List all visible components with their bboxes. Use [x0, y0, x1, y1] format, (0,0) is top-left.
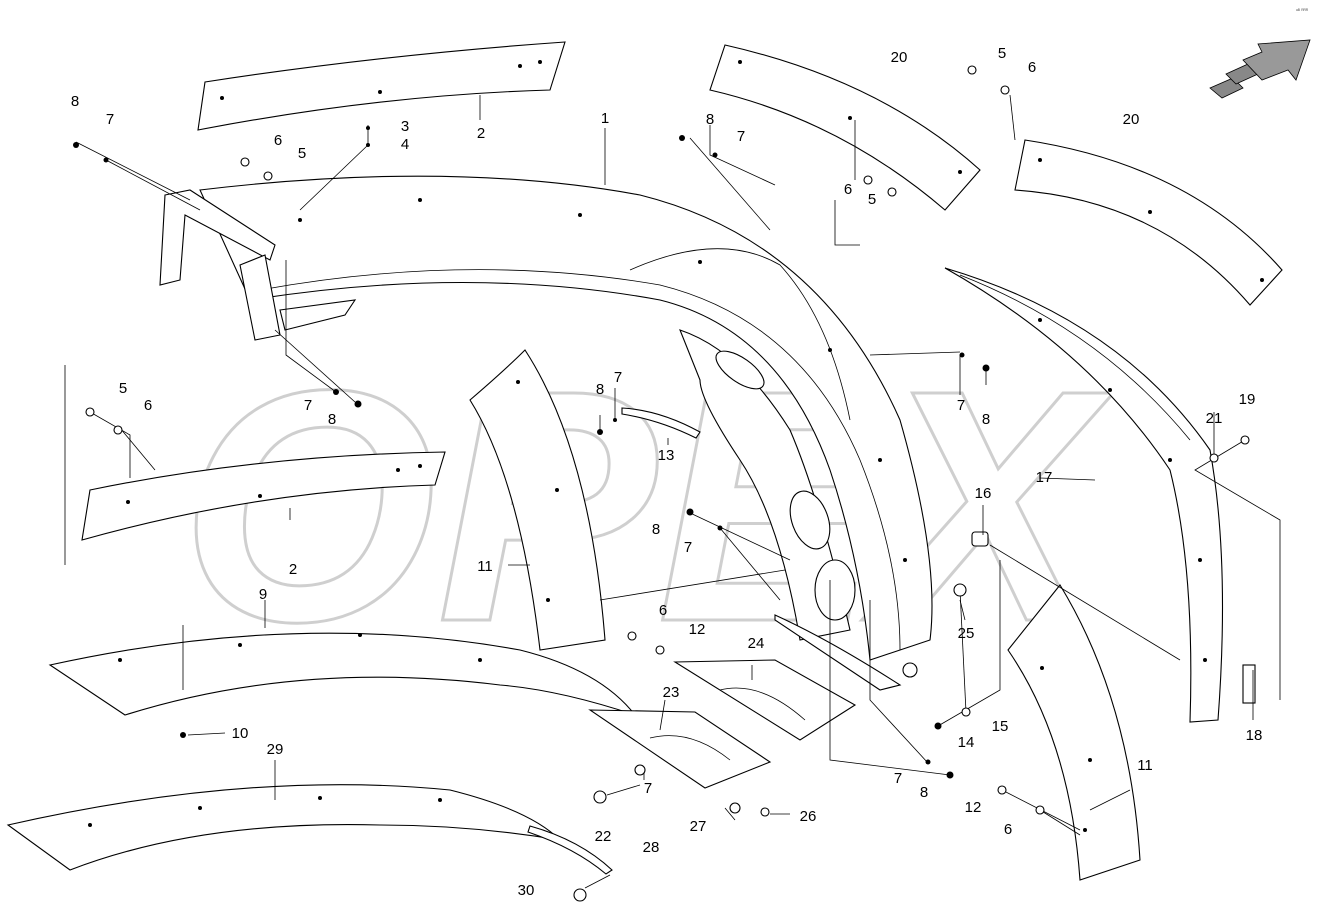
callout-7-b: 7	[304, 397, 312, 414]
corner-mark: ᵃᴮ ᴿᴿᴿ	[1296, 8, 1309, 14]
part-23-plate	[588, 709, 772, 789]
callout-7-a: 7	[106, 111, 114, 128]
part-20-left-strip	[709, 44, 981, 211]
part-18-clip	[1242, 664, 1256, 704]
callout-4: 4	[401, 136, 409, 153]
callout-8-f: 8	[652, 521, 660, 538]
part-1-main-fender	[199, 175, 933, 661]
callout-5-a: 5	[298, 145, 306, 162]
callout-8-g: 8	[920, 784, 928, 801]
callout-7-h: 7	[644, 780, 652, 797]
callout-28: 28	[643, 839, 660, 856]
callout-8-d: 8	[706, 111, 714, 128]
callout-6-b: 6	[144, 397, 152, 414]
callout-2-upper: 2	[477, 125, 485, 142]
callout-18: 18	[1246, 727, 1263, 744]
callout-22: 22	[595, 828, 612, 845]
callout-24: 24	[748, 635, 765, 652]
callout-7-c: 7	[614, 369, 622, 386]
watermark-text: OPEX	[180, 321, 1114, 690]
part-2-upper-strip	[197, 41, 566, 131]
part-2-lower-strip	[81, 451, 446, 541]
callout-20-left: 20	[891, 49, 908, 66]
callout-6-a: 6	[274, 132, 282, 149]
callout-6-d: 6	[844, 181, 852, 198]
inner-arch-panel	[679, 329, 856, 641]
callout-2-lower: 2	[289, 561, 297, 578]
callout-8-b: 8	[328, 411, 336, 428]
callout-7-e: 7	[957, 397, 965, 414]
leader-lines	[64, 94, 1281, 889]
callout-9: 9	[259, 586, 267, 603]
callout-5-d: 5	[868, 191, 876, 208]
callout-23: 23	[663, 684, 680, 701]
part-17-outer-fender	[944, 267, 1224, 723]
callout-6-c: 6	[1028, 59, 1036, 76]
part-29-bottom-strip	[6, 784, 562, 871]
callout-5-c: 5	[998, 45, 1006, 62]
direction-arrow-icon	[1209, 39, 1311, 99]
callout-19: 19	[1239, 391, 1256, 408]
callout-7-d: 7	[737, 128, 745, 145]
callout-14: 14	[958, 734, 975, 751]
opex-watermark: OPEX	[179, 320, 1116, 692]
callout-8-a: 8	[71, 93, 79, 110]
left-bracket	[159, 189, 357, 341]
callout-11-right: 11	[1137, 757, 1153, 774]
callout-6-e: 6	[659, 602, 667, 619]
callout-1: 1	[601, 110, 609, 127]
callout-12-a: 12	[689, 621, 706, 638]
callout-17: 17	[1036, 469, 1053, 486]
part-24-plate	[673, 659, 857, 741]
callout-7-f: 7	[684, 539, 692, 556]
part-11-right-panel	[1007, 584, 1141, 881]
callout-15: 15	[992, 718, 1009, 735]
callout-27: 27	[690, 818, 707, 835]
callout-25: 25	[958, 625, 975, 642]
part-11-left-panel	[469, 349, 606, 651]
callout-10: 10	[232, 725, 249, 742]
callout-7-g: 7	[894, 770, 902, 787]
callout-30: 30	[518, 882, 535, 899]
part-16-spacer	[971, 531, 989, 547]
part-13-gasket	[621, 407, 701, 439]
callout-16: 16	[975, 485, 992, 502]
fasteners	[73, 65, 1250, 902]
callout-labels: 1 2 2 3 4 5 5 5 5 6 6 6 6 6 6 7 7 7 7 7 …	[71, 45, 1263, 899]
part-20-right-strip	[1014, 139, 1283, 306]
callout-29: 29	[267, 741, 284, 758]
part-28-strip	[527, 825, 613, 875]
callout-8-c: 8	[596, 381, 604, 398]
callout-20-right: 20	[1123, 111, 1140, 128]
callout-26: 26	[800, 808, 817, 825]
callout-8-e: 8	[982, 411, 990, 428]
callout-13: 13	[658, 447, 675, 464]
callout-11-left: 11	[477, 558, 493, 575]
callout-12-b: 12	[965, 799, 982, 816]
callout-5-b: 5	[119, 380, 127, 397]
callout-6-f: 6	[1004, 821, 1012, 838]
part-25-plate	[774, 614, 918, 691]
callout-3: 3	[401, 118, 409, 135]
callout-21: 21	[1206, 410, 1223, 427]
